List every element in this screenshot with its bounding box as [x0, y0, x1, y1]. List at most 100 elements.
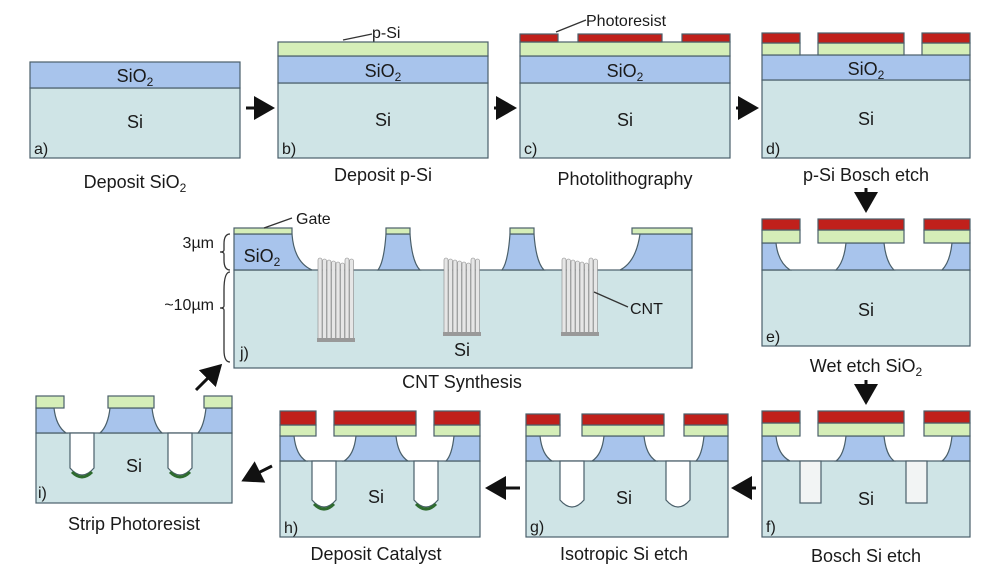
cnt-tube	[335, 261, 341, 341]
panel-g-photoresist-3	[683, 413, 729, 426]
panel-h-caption: Deposit Catalyst	[310, 544, 441, 564]
bracket-3um	[219, 233, 231, 271]
panel-c-si-label: Si	[617, 110, 633, 130]
panel-c-sio2-label: SiO2	[607, 61, 644, 84]
photoresist-annotation: Photoresist	[586, 13, 667, 30]
panel-d-si	[761, 79, 971, 159]
cnt-tube	[344, 257, 350, 341]
panel-e-sio2-right	[940, 242, 971, 271]
panel-f-trench-2	[905, 460, 928, 504]
panel-e-photoresist-3	[923, 218, 971, 231]
panel-h-photoresist-1	[279, 410, 317, 426]
cnt-tube	[448, 258, 453, 335]
panel-b-letter: b)	[282, 141, 296, 158]
panel-j-gate-1	[233, 227, 293, 235]
panel-h-trench-1	[311, 460, 337, 508]
panel-j-sio2-mid2	[500, 233, 546, 271]
panel-d-si-label: Si	[858, 109, 874, 129]
panel-h-photoresist-2	[333, 410, 417, 426]
panel-e-psi-2	[817, 229, 905, 244]
panel-g-caption: Isotropic Si etch	[560, 544, 688, 564]
panel-a-caption: Deposit SiO2	[84, 172, 187, 195]
panel-f-psi-2	[817, 422, 905, 437]
cnt-tube	[579, 261, 585, 335]
panel-g-letter: g)	[530, 519, 544, 536]
gate-leader-line	[263, 217, 293, 229]
panel-c-photoresist-2	[577, 33, 663, 43]
panel-f-si-label: Si	[858, 489, 874, 509]
panel-c-letter: c)	[524, 141, 537, 158]
panel-i-psi-2	[107, 395, 155, 409]
panel-e-photoresist-2	[817, 218, 905, 231]
cnt-tube	[317, 257, 323, 341]
panel-f-trench-1	[799, 460, 822, 504]
panel-i-catalyst-1	[70, 470, 94, 479]
cnt-tube	[322, 258, 327, 341]
bracket-10um	[219, 271, 231, 363]
panel-h-trench-2	[413, 460, 439, 508]
panel-h-catalyst-2	[414, 502, 438, 511]
panel-h-letter: h)	[284, 520, 298, 537]
panel-i-psi-3	[203, 395, 233, 409]
panel-g-psi-2	[581, 424, 665, 437]
process-arrows	[194, 96, 878, 500]
panel-e-sio2-mid	[834, 242, 896, 271]
cnt-tube	[349, 258, 354, 341]
panel-j-sio2-label: SiO2	[244, 246, 281, 269]
panel-c-photoresist-1	[519, 33, 559, 43]
panel-a-sio2-label: SiO2	[117, 66, 154, 89]
panel-a-si	[29, 87, 241, 159]
cnt-tube	[561, 257, 567, 335]
panel-i-catalyst-2	[168, 470, 192, 479]
arrow-i-to-j	[194, 363, 223, 392]
cnt-tube	[593, 258, 598, 335]
panel-j-sio2-mid1	[376, 233, 422, 271]
panel-e-si-label: Si	[858, 300, 874, 320]
panel-e-psi-3	[923, 229, 971, 244]
panel-f-photoresist-2	[817, 410, 905, 424]
panel-f-sio2-mid	[834, 435, 896, 462]
cnt-tube	[443, 257, 449, 335]
cnt-tube	[340, 262, 345, 341]
panel-b-psi	[277, 41, 489, 57]
panel-i-sio2-mid	[98, 407, 164, 434]
panel-i-si-label: Si	[126, 456, 142, 476]
cnt-tube	[326, 259, 332, 341]
cnt-tube	[566, 258, 571, 335]
cnt-tube	[461, 261, 467, 335]
panel-h-photoresist-3	[433, 410, 481, 426]
panel-g-si-label: Si	[616, 488, 632, 508]
panel-h-sio2-mid	[341, 435, 411, 462]
panel-g-photoresist-1	[525, 413, 561, 426]
panel-d-sio2-label: SiO2	[848, 59, 885, 82]
panel-g-trench-2	[665, 460, 691, 508]
psi-leader-line	[342, 33, 373, 41]
cnt-tube	[475, 258, 480, 335]
cnt-catalyst-base	[561, 332, 599, 336]
cnt-bundle-3	[561, 257, 599, 336]
panel-j-caption: CNT Synthesis	[402, 372, 522, 392]
panel-h-si-label: Si	[368, 487, 384, 507]
panel-i-psi-1	[35, 395, 65, 409]
cnt-bundle-2	[443, 257, 481, 336]
panel-h-psi-1	[279, 424, 317, 437]
panel-j-gate-2	[385, 227, 411, 235]
layer-shapes	[29, 19, 971, 538]
panel-c-caption: Photolithography	[557, 169, 692, 189]
panel-i-trench-1	[69, 432, 95, 476]
cnt-catalyst-base	[443, 332, 481, 336]
panel-b-si-label: Si	[375, 110, 391, 130]
panel-g-psi-1	[525, 424, 561, 437]
panel-f-psi-3	[923, 422, 971, 437]
panel-e-sio2-left	[761, 242, 792, 271]
panel-f-caption: Bosch Si etch	[811, 546, 921, 566]
cnt-bundle-1	[317, 257, 355, 342]
panel-e-photoresist-1	[761, 218, 801, 231]
cnt-tube	[575, 260, 580, 335]
panel-h-catalyst-1	[312, 502, 336, 511]
cnt-leader-line	[593, 291, 629, 308]
panel-d-photoresist-2	[817, 32, 905, 44]
panel-d-sio2	[761, 54, 971, 81]
